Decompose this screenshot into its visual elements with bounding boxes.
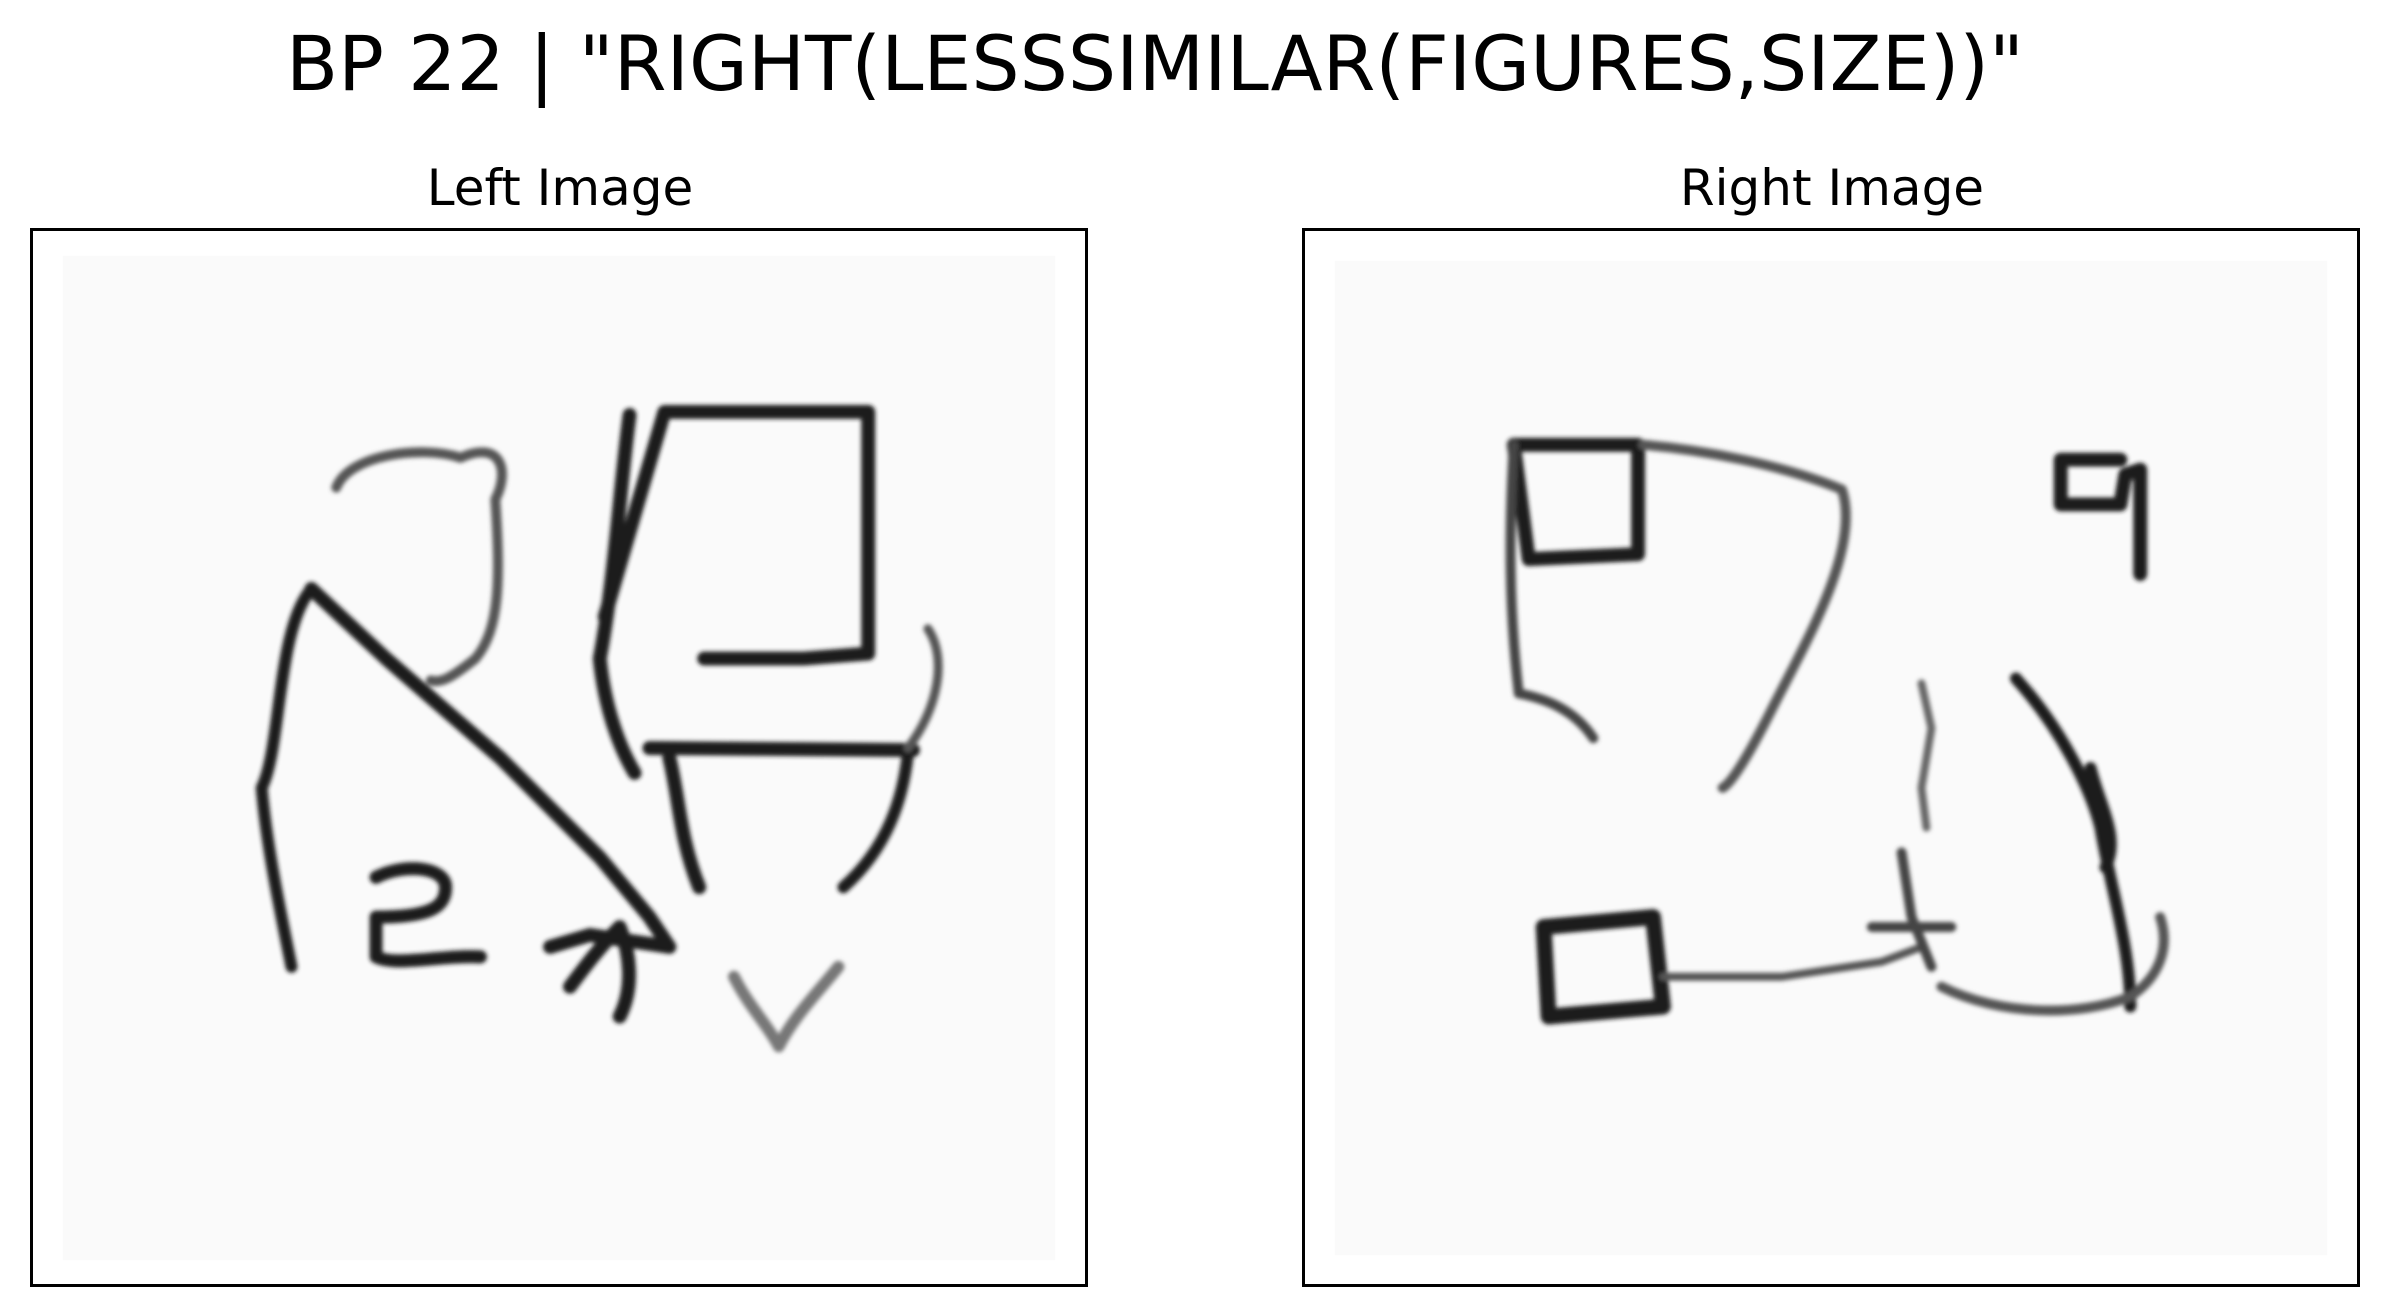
arch-shape <box>642 741 920 758</box>
arch-left-leg <box>662 751 707 895</box>
hook-curve-shape <box>331 447 507 687</box>
long-curve-shape <box>1638 439 1851 793</box>
bottom-right-curve-shape <box>1936 912 2169 1016</box>
small-e-shape <box>369 862 487 968</box>
right-panel-caption: Right Image <box>1679 159 1985 217</box>
right-chain-shape <box>2009 672 2137 1013</box>
figure-title: BP 22 | "RIGHT(LESSSIMILAR(FIGURES,SIZE)… <box>286 19 2024 108</box>
image-background <box>62 255 1056 1261</box>
square-spiral-left-edge <box>592 407 642 780</box>
left-image-drawing <box>62 255 1056 1261</box>
top-right-hook-shape <box>2053 452 2148 582</box>
top-left-square-tail <box>1505 439 1599 744</box>
right-ring-shape <box>2084 761 2117 874</box>
right-image-panel <box>1302 228 2360 1287</box>
arch-top-curve <box>903 624 943 753</box>
right-image-drawing <box>1334 260 2328 1256</box>
bottom-connector-shape <box>1658 942 1926 981</box>
left-panel-caption: Left Image <box>426 159 694 217</box>
bottom-left-square-shape <box>1535 909 1671 1025</box>
bottom-stroke-shape <box>562 920 636 1024</box>
vertical-dashes-shape <box>1917 679 1936 832</box>
arch-right-leg <box>837 747 914 894</box>
top-left-square-shape <box>1506 437 1646 567</box>
bottom-cross-shape <box>1866 847 1957 972</box>
square-spiral-shape <box>597 405 876 666</box>
bottom-v-shape <box>728 960 845 1053</box>
left-image-panel <box>30 228 1088 1287</box>
image-background <box>1334 260 2328 1256</box>
triangle-left-side <box>255 582 318 973</box>
